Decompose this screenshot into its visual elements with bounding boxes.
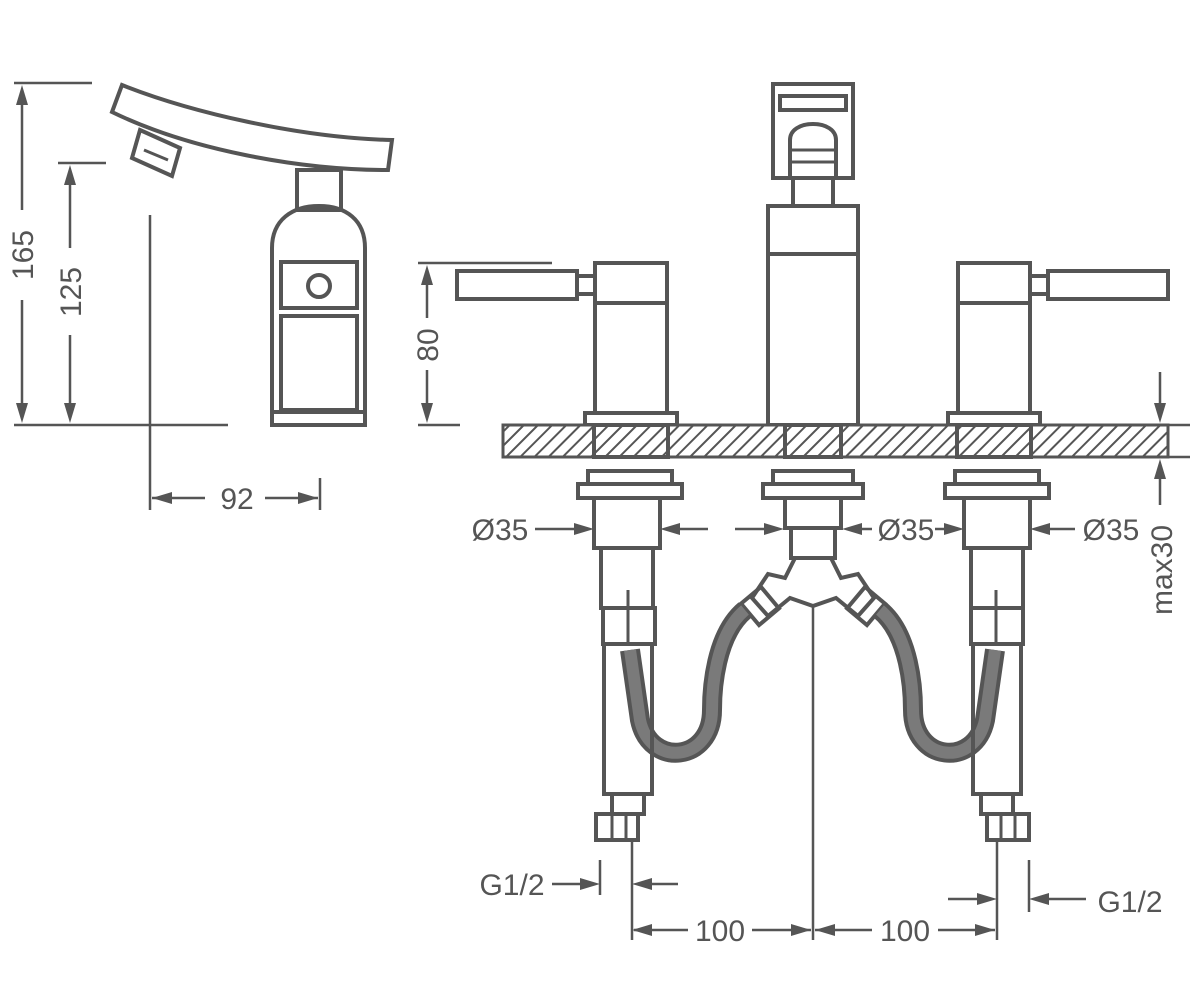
center-spout xyxy=(766,82,860,427)
side-button xyxy=(306,273,332,299)
dim-diameter-left: Ø35 xyxy=(472,514,529,547)
dim-diameter-right: Ø35 xyxy=(1083,514,1140,547)
side-view: 165 125 92 xyxy=(7,81,395,516)
dim-spacing-right: 100 xyxy=(880,915,930,948)
side-aerator xyxy=(129,127,183,179)
spout-outlet xyxy=(788,121,838,178)
front-view: 80 xyxy=(412,82,1190,948)
dim-diameter-center: Ø35 xyxy=(878,514,935,547)
right-flex-hose xyxy=(873,602,1031,842)
dim-max30: max30 xyxy=(1146,525,1179,615)
side-body xyxy=(270,203,367,427)
dim-92: 92 xyxy=(220,483,253,516)
left-under-fitting xyxy=(576,469,684,646)
left-handle-valve xyxy=(455,261,679,427)
dim-80: 80 xyxy=(412,328,445,361)
right-under-fitting xyxy=(943,469,1051,646)
side-spout xyxy=(109,82,395,173)
dim-125: 125 xyxy=(55,267,88,317)
dim-spacing-left: 100 xyxy=(695,915,745,948)
right-handle-valve xyxy=(946,261,1170,427)
center-under-fitting xyxy=(738,469,888,628)
deck-surface xyxy=(501,423,1170,459)
dim-connector-left: G1/2 xyxy=(479,869,544,902)
dim-connector-right: G1/2 xyxy=(1097,886,1162,919)
dim-165: 165 xyxy=(7,230,40,280)
side-neck xyxy=(295,168,343,212)
left-flex-hose xyxy=(594,602,752,842)
